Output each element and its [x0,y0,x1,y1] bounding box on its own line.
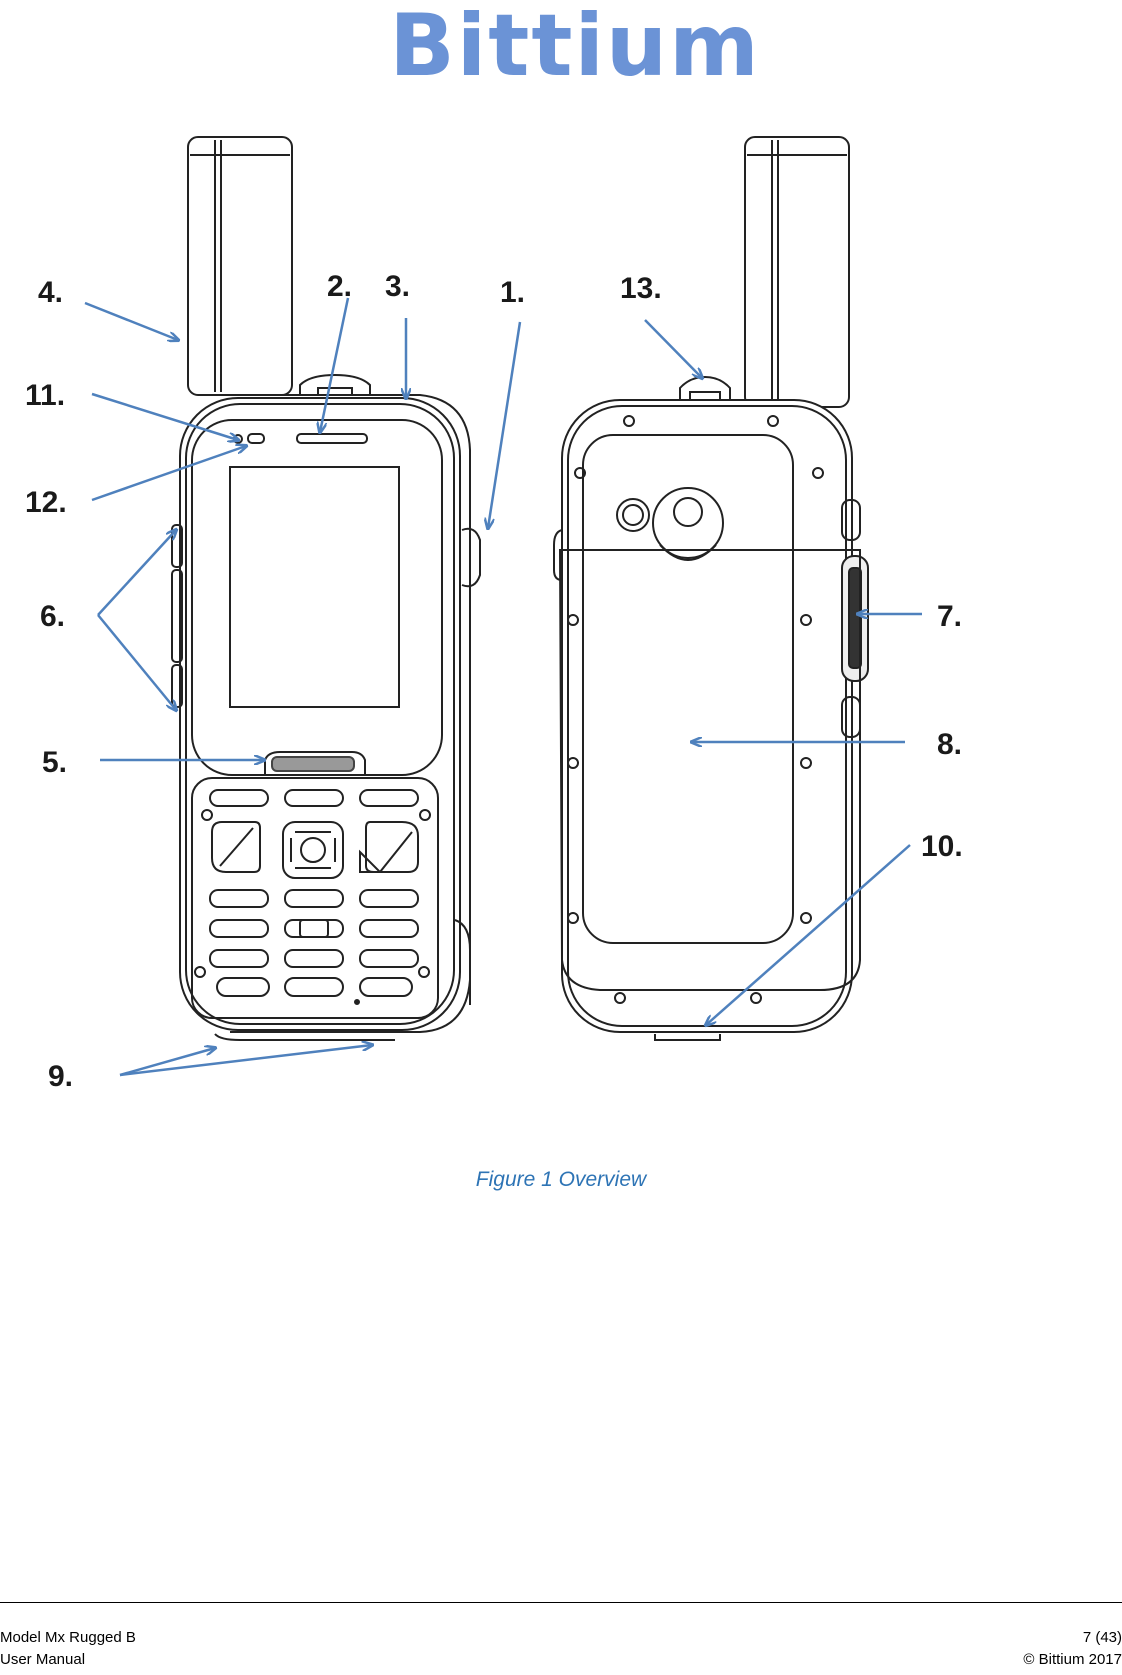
callout-4: 4. [38,276,63,309]
callout-13: 13. [620,272,662,305]
logo-text: Bittium [389,0,761,90]
callout-1: 1. [500,276,525,309]
arrow-13 [644,319,702,378]
device-overview-figure: 1. 2. 3. 4. 5. 6. 7. 8. 9. 10. 11. 12. 1… [25,136,963,1093]
callout-6: 6. [40,600,65,633]
arrow-12 [91,446,246,502]
arrow-6a [97,530,176,616]
arrow-1 [488,321,522,528]
footer-doc-type: User Manual [0,1651,86,1668]
arrow-10 [706,844,911,1025]
callout-5: 5. [42,746,67,779]
antenna-back [744,136,850,408]
callout-9: 9. [48,1060,73,1093]
callout-12: 12. [25,486,67,519]
arrow-4 [84,301,178,340]
footer-model: Model Mx Rugged B [0,1629,136,1646]
bittium-logo: Bittium [389,0,761,90]
arrow-6b [97,614,176,710]
callout-11: 11. [25,379,65,412]
arrow-9b [119,1045,372,1077]
footer-page-number: 7 (43) [1082,1629,1122,1646]
antenna-front [187,136,293,396]
figure-caption: Figure 1 Overview [475,1168,647,1191]
callout-10: 10. [921,830,963,863]
back-view [553,136,869,1041]
footer-right: 7 (43) © Bittium 2017 [1023,1627,1122,1671]
footer-left: Model Mx Rugged B User Manual [0,1627,136,1671]
arrow-9a [119,1048,215,1077]
callout-3: 3. [385,270,410,303]
footer-copyright: © Bittium 2017 [1023,1651,1122,1668]
callout-2: 2. [327,270,352,303]
footer-divider [0,1602,1122,1603]
arrow-11 [91,392,238,440]
callout-8: 8. [937,728,962,761]
arrow-2 [320,297,350,432]
callout-arrows [84,297,922,1077]
callout-7: 7. [937,600,962,633]
front-view [171,136,481,1041]
callout-labels: 1. 2. 3. 4. 5. 6. 7. 8. 9. 10. 11. 12. 1… [25,270,963,1093]
